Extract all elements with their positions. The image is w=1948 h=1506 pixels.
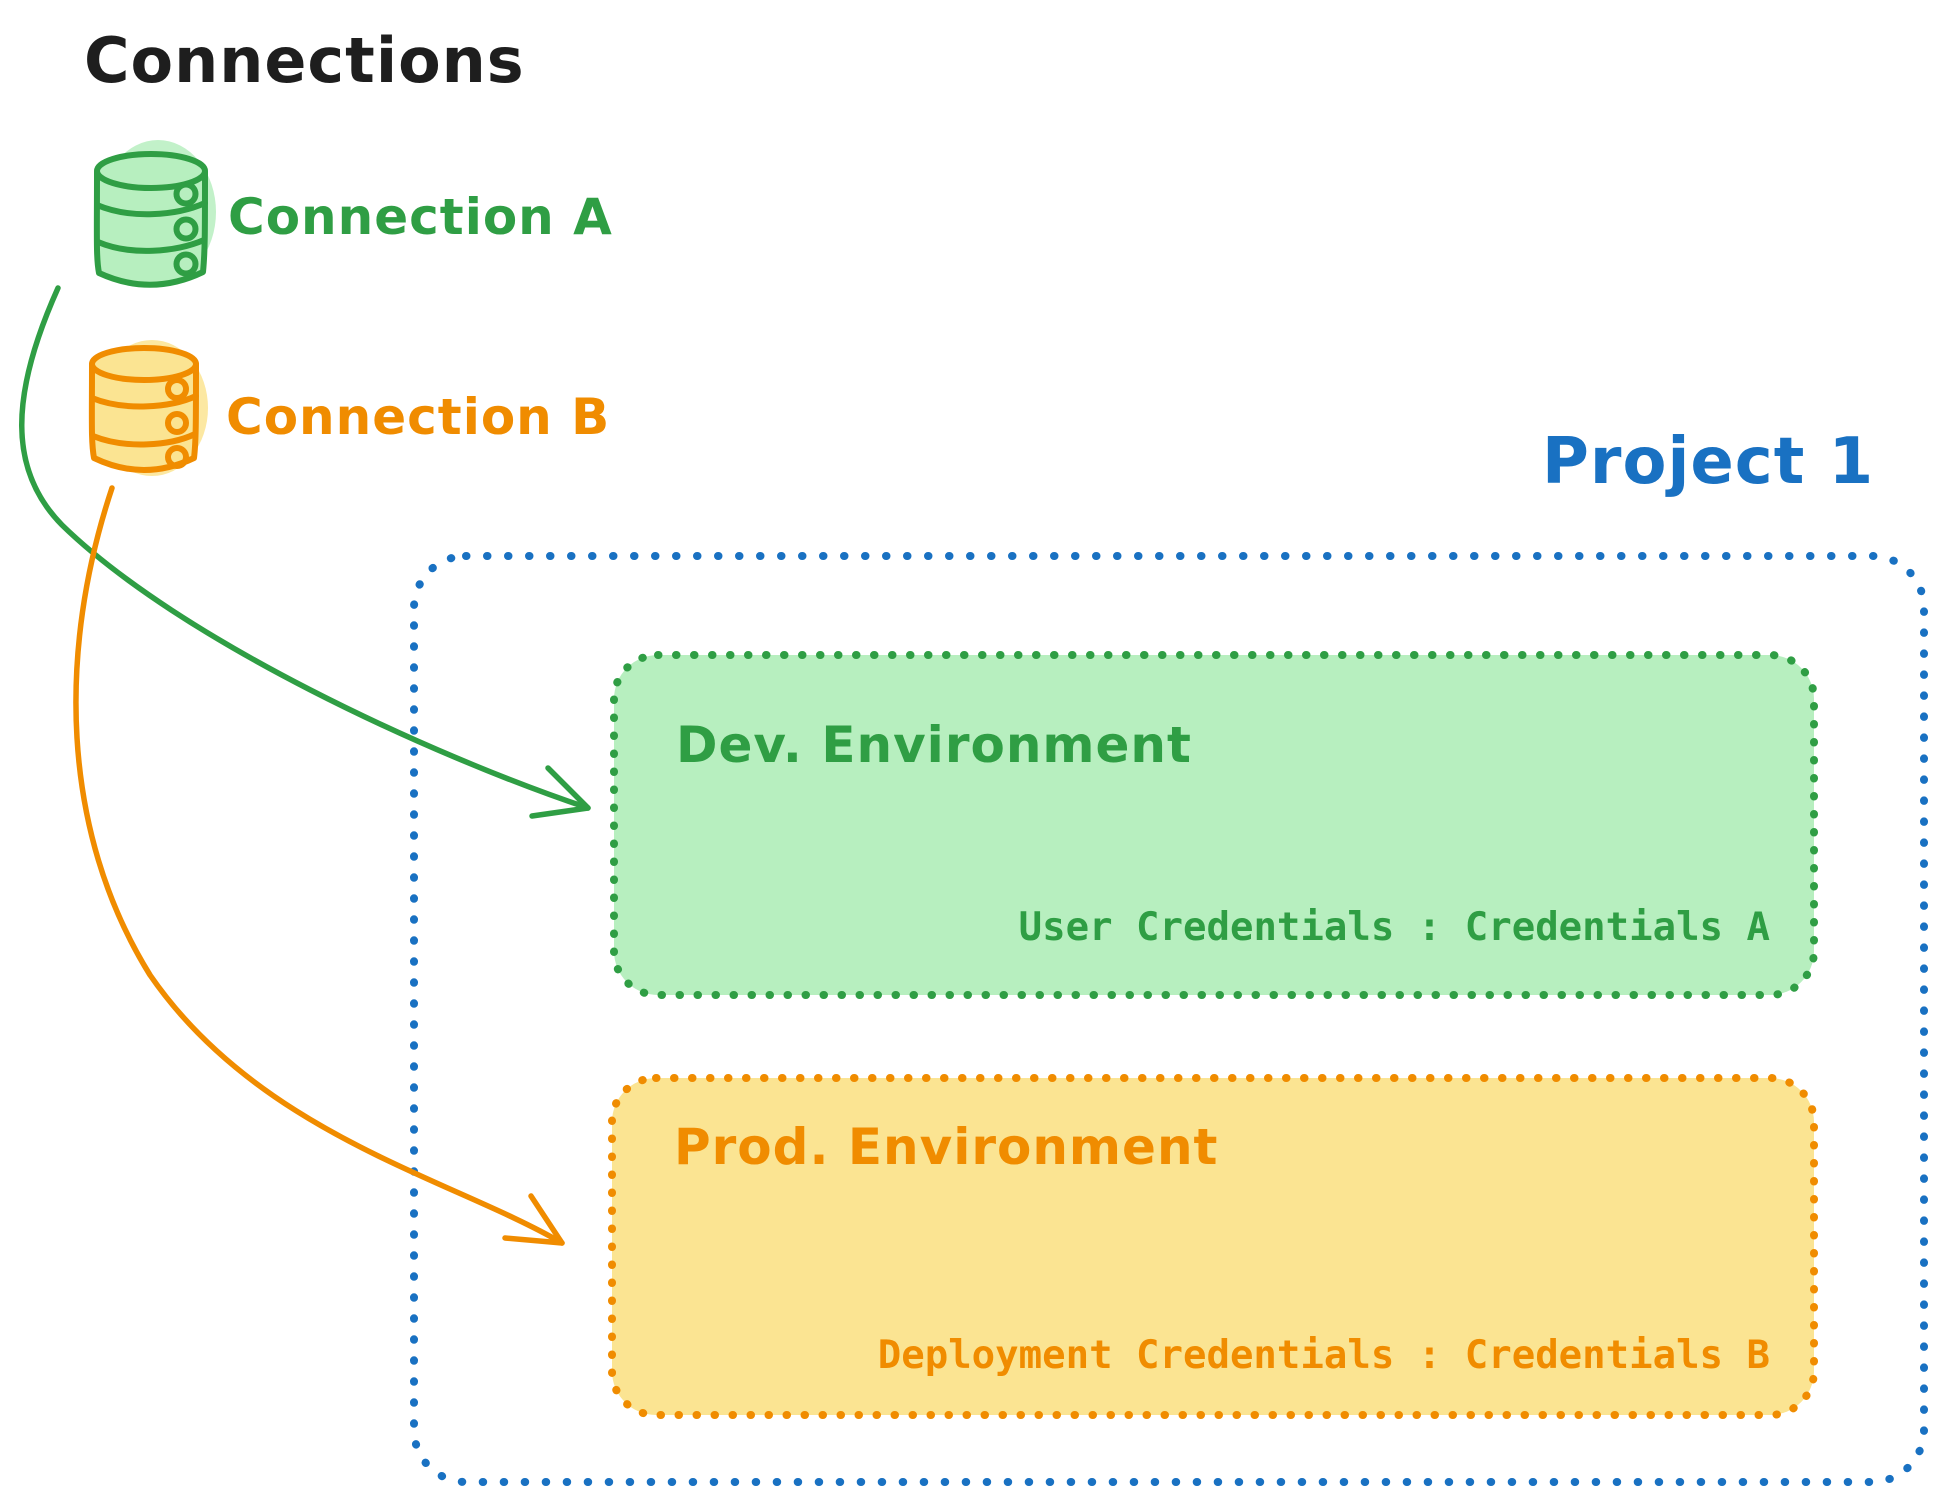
prod-environment-border <box>608 1074 1818 1419</box>
dev-environment-border <box>610 651 1818 999</box>
db-a-band-2 <box>95 237 207 254</box>
connection-b-label: Connection B <box>226 388 611 446</box>
db-a-led-3 <box>173 251 199 277</box>
prod-environment-box <box>608 1074 1818 1419</box>
prod-credentials-label: Deployment Credentials : Credentials B <box>877 1333 1770 1378</box>
arrow-a-shaft <box>19 285 591 811</box>
connection-a-label: Connection A <box>228 188 613 246</box>
arrow-connection-a-to-dev <box>19 285 591 819</box>
arrow-connection-b-to-prod <box>73 485 565 1246</box>
dev-environment-title: Dev. Environment <box>676 716 1192 774</box>
db-b-top <box>89 345 199 383</box>
dev-credentials-label: User Credentials : Credentials A <box>1018 905 1770 950</box>
arrow-b-shaft <box>73 485 565 1246</box>
db-b-led-2 <box>165 411 189 435</box>
db-b-band-2 <box>90 431 198 448</box>
db-b-led-3 <box>165 445 189 469</box>
connections-title: Connections <box>84 24 525 97</box>
dev-environment-box <box>610 651 1818 999</box>
project-1-title: Project 1 <box>1542 425 1875 499</box>
prod-environment-title: Prod. Environment <box>674 1118 1219 1176</box>
database-icon-connection-b <box>88 340 208 476</box>
db-b-band-1 <box>89 393 199 410</box>
arrow-b-head <box>502 1193 565 1246</box>
db-a-led-2 <box>173 216 199 242</box>
db-b-led-1 <box>165 377 189 401</box>
db-a-top <box>94 151 208 191</box>
db-a-led-1 <box>173 181 199 207</box>
database-icon-connection-a <box>93 140 216 288</box>
db-a-band-1 <box>94 200 208 218</box>
arrow-a-head <box>529 765 591 819</box>
